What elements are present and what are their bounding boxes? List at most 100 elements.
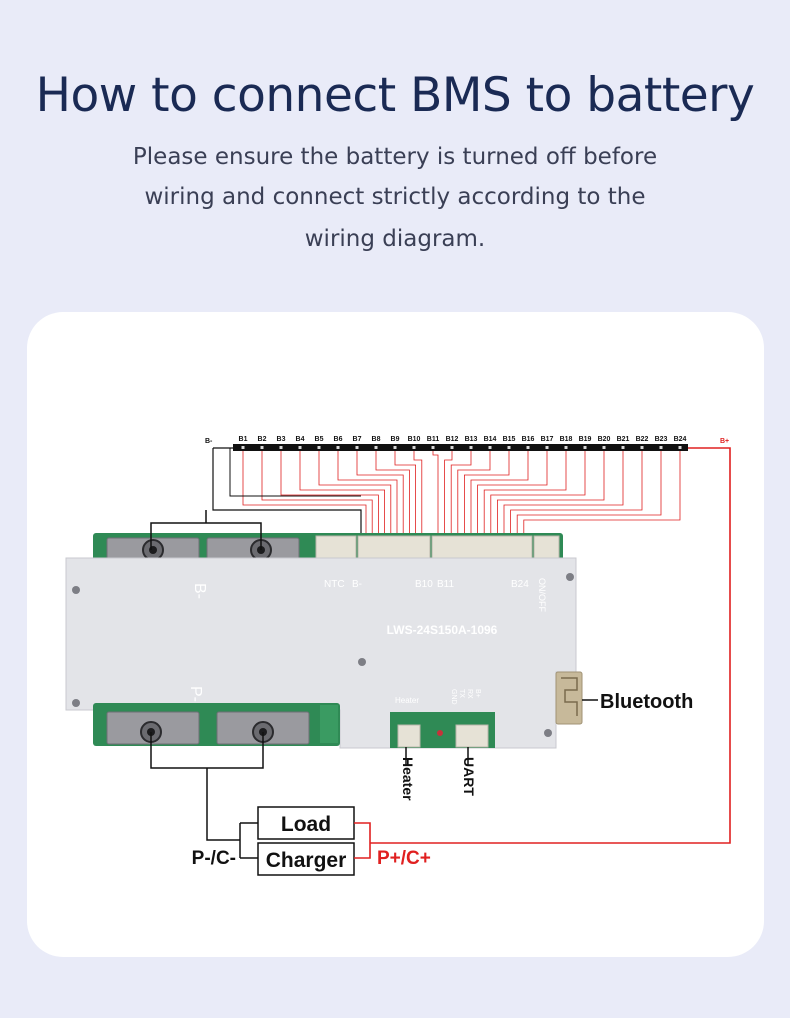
balance-label-b6: B6 xyxy=(334,436,343,443)
balance-wire xyxy=(503,451,624,540)
balance-label-b5: B5 xyxy=(315,436,324,443)
mount-hole-5 xyxy=(544,729,552,737)
balance-wire xyxy=(280,451,379,540)
balance-label-b24: B24 xyxy=(674,436,687,443)
balance-pin xyxy=(336,446,340,449)
balance-label-b20: B20 xyxy=(598,436,611,443)
balance-label-b21: B21 xyxy=(617,436,630,443)
balance-label-b15: B15 xyxy=(503,436,516,443)
balance-label-b8: B8 xyxy=(372,436,381,443)
uart-pin-label: GND xyxy=(450,689,457,705)
balance-label-b14: B14 xyxy=(484,436,497,443)
balance-wire xyxy=(477,451,548,540)
ntc-connector xyxy=(315,535,357,561)
balance-pin xyxy=(374,446,378,449)
balance-wire xyxy=(432,451,439,540)
b-minus-sense-wire xyxy=(212,448,362,540)
uart-pin-label: TX xyxy=(458,689,465,698)
balance-pin xyxy=(526,446,530,449)
p-minus-main-wire xyxy=(206,768,240,841)
p-minus-split-wire xyxy=(239,822,258,859)
balance-wire xyxy=(413,451,423,540)
mount-hole-4 xyxy=(72,699,80,707)
balance-wire xyxy=(444,451,453,540)
model-label: LWS-24S150A-1096 xyxy=(387,623,498,637)
balance-pin xyxy=(260,446,264,449)
balance-pin xyxy=(678,446,682,449)
balance-pin xyxy=(621,446,625,449)
charger-box xyxy=(257,842,355,876)
balance-label-b3: B3 xyxy=(277,436,286,443)
uart-connector xyxy=(455,724,489,748)
balance-pin xyxy=(279,446,283,449)
balance-pin xyxy=(659,446,663,449)
balance-label-b10: B10 xyxy=(408,436,421,443)
mount-hole-3 xyxy=(358,658,366,666)
p-plus-c-plus-label: P+/C+ xyxy=(377,848,431,869)
balance-wire xyxy=(261,451,373,540)
uart-pin-label: RX xyxy=(466,689,473,699)
balance-label-b7: B7 xyxy=(353,436,362,443)
onoff-connector xyxy=(533,535,560,561)
balance-pin xyxy=(545,446,549,449)
heater-small-label: Heater xyxy=(395,696,419,705)
bluetooth-label: Bluetooth xyxy=(600,691,693,713)
balance-port-1 xyxy=(357,535,431,561)
board-p-minus-label: P- xyxy=(187,686,204,702)
balance-wire xyxy=(450,451,472,540)
port-b24-label: B24 xyxy=(511,579,529,590)
board-b-minus-label: B- xyxy=(191,583,208,599)
subtitle-line-1: Please ensure the battery is turned off … xyxy=(132,144,658,170)
balance-pin xyxy=(298,446,302,449)
balance-wire xyxy=(483,451,567,540)
balance-label-b11: B11 xyxy=(427,436,440,443)
port-b11-label: B11 xyxy=(437,579,454,590)
uart-pin-label: B+ xyxy=(474,689,481,698)
balance-pin xyxy=(488,446,492,449)
subtitle-line-2: wiring and connect strictly according to… xyxy=(144,184,646,210)
balance-wire xyxy=(523,451,681,540)
balance-wire xyxy=(375,451,410,540)
balance-wire xyxy=(497,451,605,540)
balance-pin xyxy=(393,446,397,449)
mount-hole-1 xyxy=(72,586,80,594)
balance-wire xyxy=(242,451,367,540)
balance-wire xyxy=(299,451,385,540)
page-title: How to connect BMS to battery xyxy=(35,68,755,123)
balance-strip xyxy=(233,444,688,451)
balance-port-2 xyxy=(431,535,533,561)
balance-label-b4: B4 xyxy=(296,436,305,443)
balance-pin xyxy=(507,446,511,449)
balance-wire xyxy=(394,451,416,540)
p-minus-c-minus-label: P-/C- xyxy=(192,848,236,869)
balance-wire xyxy=(490,451,586,540)
balance-label-b1: B1 xyxy=(239,436,248,443)
balance-wire xyxy=(337,451,398,540)
port-onoff-label: ON/OFF xyxy=(537,578,547,612)
p-plus-split-wire xyxy=(354,822,371,859)
balance-label-b12: B12 xyxy=(446,436,459,443)
balance-label-b23: B23 xyxy=(655,436,668,443)
balance-pin xyxy=(412,446,416,449)
heater-label: Heater xyxy=(400,757,416,801)
balance-wire xyxy=(356,451,404,540)
balance-wire xyxy=(464,451,510,540)
balance-wire xyxy=(516,451,662,540)
subtitle-line-3: wiring diagram. xyxy=(304,226,486,252)
charger-label: Charger xyxy=(266,849,347,872)
balance-pin xyxy=(317,446,321,449)
balance-wire xyxy=(457,451,491,540)
balance-label-b18: B18 xyxy=(560,436,573,443)
b-plus-main-wire xyxy=(370,447,731,844)
balance-label-b2: B2 xyxy=(258,436,267,443)
port-ntc-label: NTC xyxy=(324,579,345,590)
port-b10-label: B10 xyxy=(415,579,433,590)
balance-wire xyxy=(510,451,643,540)
balance-label-b22: B22 xyxy=(636,436,649,443)
balance-pin xyxy=(469,446,473,449)
balance-label-b9: B9 xyxy=(391,436,400,443)
balance-pin xyxy=(431,446,435,449)
